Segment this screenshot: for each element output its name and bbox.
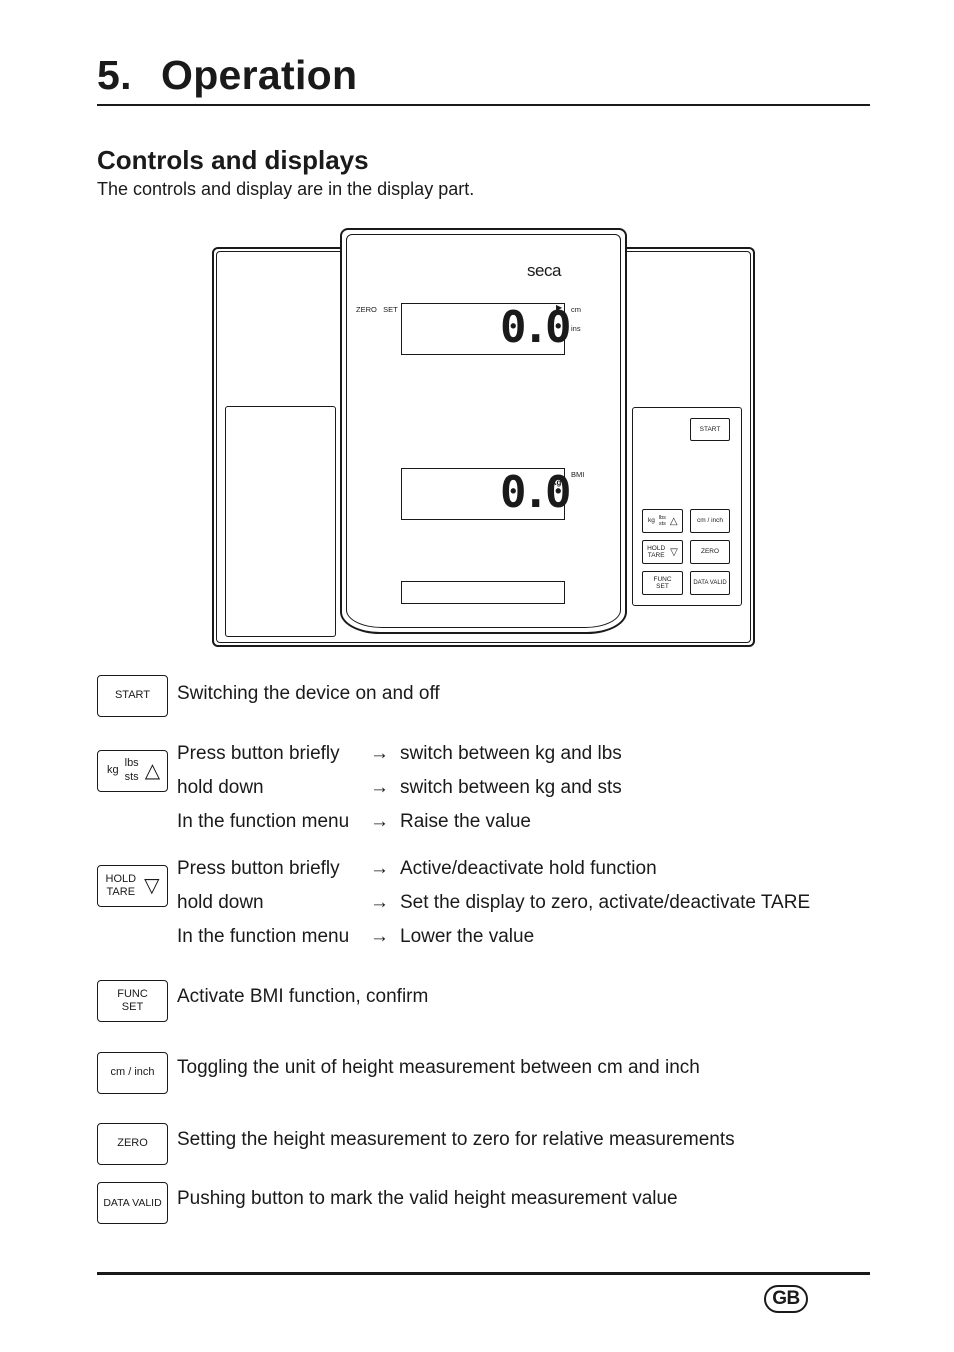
kg-action-2: hold down	[177, 777, 264, 798]
device-hold-label: HOLD	[647, 544, 666, 552]
hold-action-3: In the function menu	[177, 926, 350, 947]
height-display	[401, 303, 565, 355]
zero-button[interactable]: ZERO	[97, 1123, 168, 1165]
device-cm-inch-button[interactable]: cm / inch	[690, 509, 730, 533]
hold-action-2: hold down	[177, 892, 264, 913]
section-title: Controls and displays	[97, 145, 369, 175]
unit-kg-label: kg	[552, 478, 562, 487]
lbs-label: lbs	[124, 757, 139, 770]
weight-value: 0.0	[500, 467, 572, 518]
device-zero-button[interactable]: ZERO	[690, 540, 730, 564]
arrow-icon: →	[370, 926, 389, 947]
func-label: FUNC	[117, 987, 148, 1000]
kg-action-3: In the function menu	[177, 811, 350, 832]
up-triangle-icon: △	[144, 760, 161, 782]
device-start-button[interactable]: START	[690, 418, 730, 441]
display-housing-inner	[346, 234, 621, 628]
chapter-number: 5.	[97, 52, 132, 98]
height-value: 0.0	[500, 302, 572, 353]
data-valid-description: Pushing button to mark the valid height …	[177, 1188, 678, 1209]
start-button[interactable]: START	[97, 675, 168, 717]
up-triangle-icon: △	[669, 515, 678, 527]
arrow-icon: →	[370, 777, 389, 798]
data-valid-button[interactable]: DATA VALID	[97, 1182, 168, 1224]
button-panel	[632, 407, 742, 606]
language-badge: GB	[764, 1285, 808, 1313]
chapter-title: Operation	[161, 52, 358, 98]
top-divider	[97, 104, 870, 106]
unit-bmi-label: BMI	[571, 470, 585, 479]
kg-action-1: Press button briefly	[177, 743, 340, 764]
cm-marker-icon: ▶	[556, 303, 563, 312]
weight-display	[401, 468, 565, 520]
device-data-valid-button[interactable]: DATA VALID	[690, 571, 730, 595]
device-sts-label: sts	[658, 521, 666, 527]
hold-result-3: Lower the value	[400, 926, 535, 947]
zero-set-label: ZERO SET	[356, 305, 398, 314]
hold-label: HOLD	[105, 872, 137, 885]
cm-inch-description: Toggling the unit of height measurement …	[177, 1057, 700, 1078]
kg-result-1: switch between kg and lbs	[400, 743, 622, 764]
display-slot	[401, 581, 565, 604]
sts-label: sts	[124, 771, 139, 783]
start-description: Switching the device on and off	[177, 683, 440, 704]
device-lbs-label: lbs	[658, 514, 666, 521]
kg-label: kg	[107, 764, 119, 777]
unit-ins-label: ins	[571, 324, 581, 333]
device-func-label: FUNC	[653, 575, 672, 583]
set-label: SET	[121, 1001, 144, 1013]
section-intro: The controls and display are in the disp…	[97, 179, 475, 199]
left-panel	[225, 406, 336, 637]
cm-inch-button[interactable]: cm / inch	[97, 1052, 168, 1094]
func-description: Activate BMI function, confirm	[177, 986, 429, 1007]
down-triangle-icon: ▽	[144, 875, 160, 897]
hold-action-1: Press button briefly	[177, 858, 340, 879]
device-tare-label: TARE	[647, 552, 665, 559]
arrow-icon: →	[370, 892, 389, 913]
device-set-label: SET	[656, 583, 669, 590]
chapter-heading: 5. Operation	[97, 52, 357, 99]
device-kg-label: kg	[648, 517, 655, 525]
brand-logo: seca	[527, 261, 561, 280]
arrow-icon: →	[370, 743, 389, 764]
arrow-icon: →	[370, 811, 389, 832]
kg-result-3: Raise the value	[400, 811, 531, 832]
bottom-divider	[97, 1272, 870, 1275]
kg-result-2: switch between kg and sts	[400, 777, 622, 798]
tare-label: TARE	[106, 886, 136, 898]
hold-result-1: Active/deactivate hold function	[400, 858, 657, 879]
unit-cm-label: cm	[571, 305, 581, 314]
zero-description: Setting the height measurement to zero f…	[177, 1129, 735, 1150]
arrow-icon: →	[370, 858, 389, 879]
down-triangle-icon: ▽	[670, 546, 678, 558]
hold-result-2: Set the display to zero, activate/deacti…	[400, 892, 811, 913]
